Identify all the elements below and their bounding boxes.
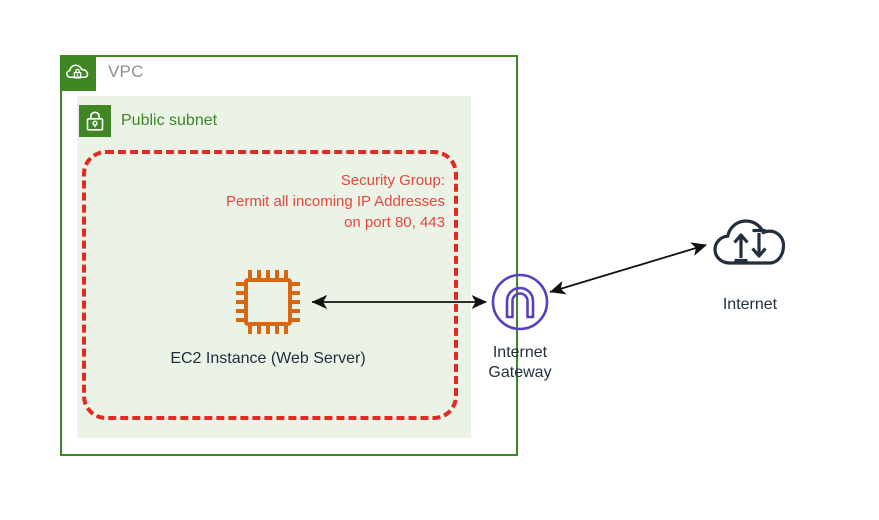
internet-gateway-label-line-1: Internet — [492, 344, 548, 361]
vpc-label: VPC — [108, 62, 144, 81]
security-group-line-3: on port 80, 443 — [344, 214, 445, 231]
security-group-line-2: Permit all incoming IP Addresses — [226, 193, 445, 210]
public-subnet-label: Public subnet — [121, 112, 218, 129]
internet-cloud-arrows-icon — [712, 213, 788, 275]
internet-label: Internet — [722, 296, 778, 313]
security-group-text: Security Group: Permit all incoming IP A… — [140, 170, 445, 233]
ec2-chip-icon — [232, 266, 304, 338]
internet-gateway-label-line-2: Gateway — [488, 364, 552, 381]
internet-gateway-label: Internet Gateway — [450, 343, 590, 383]
connector-gateway-to-internet — [549, 242, 708, 295]
internet-gateway-arch-icon — [490, 272, 550, 332]
security-group-line-1: Security Group: — [340, 172, 445, 189]
vpc-cloud-lock-icon — [60, 55, 96, 91]
security-group-boundary — [82, 150, 458, 420]
subnet-padlock-icon — [79, 105, 111, 137]
ec2-instance-label: EC2 Instance (Web Server) — [170, 350, 366, 367]
